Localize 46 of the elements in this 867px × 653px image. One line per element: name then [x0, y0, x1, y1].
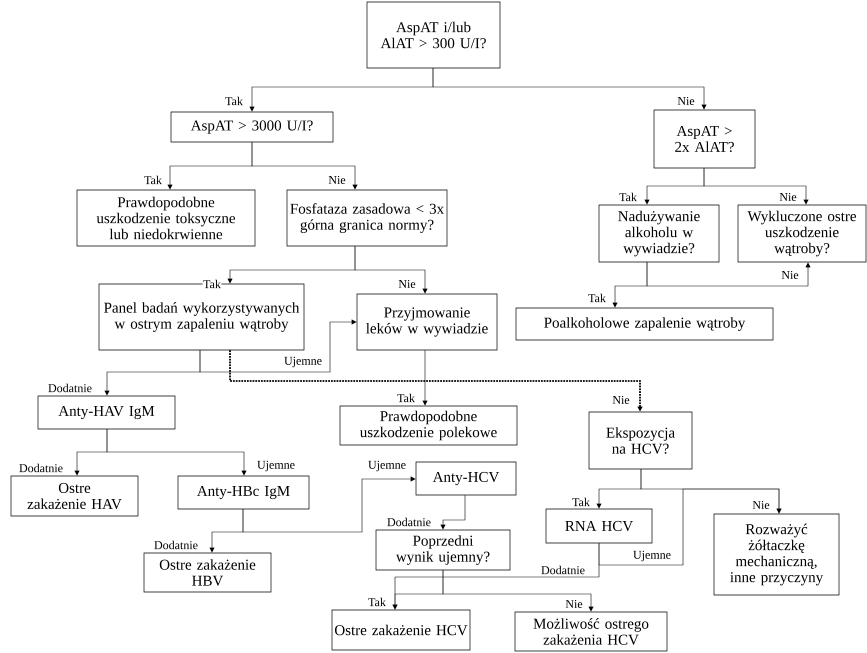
process-box: Ekspozycja na HCV? [588, 412, 692, 470]
edge-label: Tak [572, 497, 590, 507]
edge-label: Nie [778, 192, 798, 202]
edge-label: Tak [202, 279, 222, 289]
process-box: Prawdopodobne uszkodzenie polekowe [340, 406, 518, 446]
process-box: Ostre zakażenie HBV [144, 552, 272, 592]
process-box: Nadużywanie alkoholu w wywiadzie? [598, 204, 720, 262]
edge-label: Tak [588, 293, 606, 303]
edge-label: Ujemne [256, 460, 296, 472]
process-box: Anty-HAV IgM [38, 396, 176, 430]
process-box: AspAT > 2x AlAT? [654, 110, 756, 168]
process-box: Wykluczone ostre uszkodzenie wątroby? [738, 204, 866, 262]
process-box: Możliwość ostrego zakażenia HCV [514, 612, 668, 652]
edge-label: Nie [780, 270, 800, 280]
edge-label: Ujemne [368, 460, 406, 472]
edge-label: Tak [396, 393, 416, 403]
edge-label: Tak [618, 192, 638, 202]
process-box: AspAT > 3000 U/I? [170, 112, 334, 142]
edge-label: Nie [752, 500, 770, 510]
edge-label: Tak [144, 175, 162, 185]
process-box: Przyjmowanie leków w wywiadzie [356, 294, 498, 350]
process-box: RNA HCV [546, 508, 652, 544]
edge-label: Tak [368, 597, 386, 607]
edge-label: Dodatnie [386, 517, 432, 527]
edge-label: Nie [612, 395, 630, 405]
edge-label: Tak [224, 96, 244, 106]
process-box: Poprzedni wynik ujemny? [376, 530, 510, 570]
process-box: Prawdopodobne uszkodzenie toksyczne lub niedokrwienne [76, 190, 256, 246]
process-box: Ostre zakażenie HAV [10, 476, 138, 516]
process-box: Anty-HBc IgM [178, 476, 310, 510]
edge-label: Nie [398, 279, 416, 289]
process-box: AspAT i/lub AlAT > 300 U/I? [366, 2, 500, 68]
edge-label: Nie [564, 599, 584, 609]
process-box: Ostre zakażenie HCV [332, 610, 470, 650]
process-box: Fosfataza zasadowa < 3x górna granica normy? [286, 190, 448, 246]
edge-label: Nie [676, 96, 696, 106]
process-box: Anty-HCV [416, 462, 516, 496]
edge-label: Ujemne [632, 550, 672, 562]
edge-label: Nie [328, 175, 346, 185]
process-box: Poalkoholowe zapalenie wątroby [516, 308, 774, 340]
edge-label: Dodatnie [540, 565, 586, 575]
process-box: Rozważyć żółtaczkę mechaniczną, inne przyczyny [714, 514, 840, 596]
edge-label: Dodatnie [154, 540, 198, 550]
edge-label: Ujemne [284, 356, 322, 368]
edge-label: Dodatnie [48, 383, 92, 393]
edge-label: Dodatnie [18, 463, 64, 473]
